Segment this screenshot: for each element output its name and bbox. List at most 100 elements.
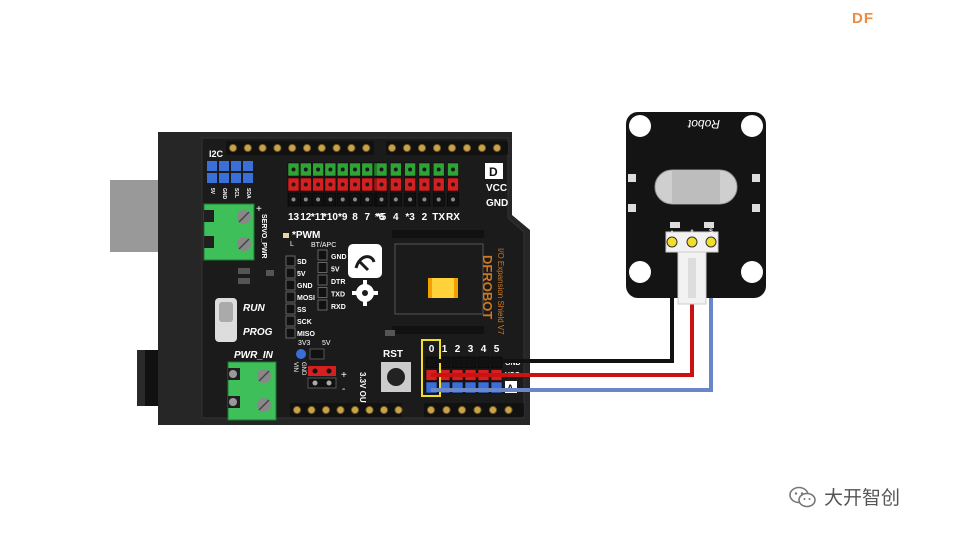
- bt-pin-label: 5V: [331, 267, 340, 274]
- analog-pin[interactable]: [490, 381, 503, 394]
- analog-pin[interactable]: [451, 381, 464, 394]
- header-hole: [477, 143, 487, 153]
- sd-pin[interactable]: [285, 267, 296, 279]
- i2c-connector[interactable]: [207, 161, 253, 183]
- header-hole: [457, 405, 467, 415]
- analog-pin[interactable]: [464, 381, 477, 394]
- sd-pin[interactable]: [285, 303, 296, 315]
- analog-pin-label: 2: [455, 344, 461, 355]
- component-footprint: [392, 230, 484, 238]
- run-prog-switch[interactable]: [215, 298, 237, 342]
- rail-d-label: D: [489, 165, 498, 179]
- vin-label: VIN: [292, 362, 298, 372]
- pin-hole: [316, 182, 321, 187]
- analog-pin-label: 4: [481, 344, 487, 355]
- rst-label: RST: [383, 349, 403, 360]
- module-pin-label: -: [671, 229, 673, 235]
- pin-hole: [436, 197, 441, 202]
- pin-hole: [422, 167, 427, 172]
- sd-pin[interactable]: [285, 255, 296, 267]
- brand-logo: DF: [852, 10, 874, 27]
- module-pads: [670, 222, 714, 228]
- i2c-pin-label: SDA: [245, 188, 251, 199]
- reset-button[interactable]: [381, 362, 411, 392]
- bt-pin[interactable]: [317, 274, 328, 286]
- header-hole: [302, 143, 312, 153]
- bt-pin[interactable]: [317, 299, 328, 311]
- header-hole: [347, 143, 356, 153]
- header-hole: [317, 143, 326, 153]
- pin-hole: [379, 167, 384, 172]
- capacitors: [238, 268, 395, 336]
- pin-hole: [393, 167, 398, 172]
- header-hole: [488, 405, 498, 415]
- pin-hole: [316, 167, 321, 172]
- pin-hole: [316, 197, 321, 202]
- pwr-in-label: PWR_IN: [234, 350, 274, 361]
- i2c-pin[interactable]: [207, 161, 217, 171]
- plus-out: +: [341, 370, 347, 381]
- header-hole: [402, 143, 412, 153]
- component-footprint-2: [392, 326, 484, 334]
- bottom-header-strip: [290, 403, 402, 417]
- digital-pin-label: TX: [432, 212, 445, 223]
- i2c-pin[interactable]: [231, 173, 241, 183]
- module-pin-label: +: [690, 229, 694, 235]
- sd-pin-label: SD: [297, 259, 307, 266]
- pin-hole: [340, 167, 345, 172]
- shield-logo: [348, 244, 382, 278]
- digital-pin-label: *11: [311, 212, 326, 223]
- i2c-pin[interactable]: [207, 173, 217, 183]
- sd-pin[interactable]: [285, 291, 296, 303]
- sd-pin[interactable]: [285, 327, 296, 339]
- digital-pin-label: 8: [352, 212, 358, 223]
- power-in-terminal[interactable]: [227, 361, 277, 421]
- sd-pin-label: 5V: [297, 271, 306, 278]
- analog-0-highlight: [421, 339, 441, 397]
- power-out-pins[interactable]: [307, 366, 337, 389]
- pin-hole: [328, 197, 333, 202]
- pin-hole: [422, 197, 427, 202]
- shield-name: I/O Expansion Shield V7: [496, 248, 505, 335]
- jumper-5v[interactable]: [309, 348, 325, 360]
- run-label: RUN: [243, 303, 265, 314]
- i2c-pin-label: SCL: [233, 188, 239, 198]
- i2c-pin[interactable]: [219, 161, 229, 171]
- sd-header[interactable]: [285, 255, 296, 339]
- pin-hole: [365, 197, 370, 202]
- pin-hole: [422, 182, 427, 187]
- i2c-pin[interactable]: [243, 161, 253, 171]
- v5-label: 5V: [322, 340, 331, 347]
- sd-pin[interactable]: [285, 279, 296, 291]
- i2c-pin[interactable]: [219, 173, 229, 183]
- header-hole: [387, 143, 397, 153]
- bt-pin[interactable]: [317, 262, 328, 273]
- digital-pin-label: 12: [300, 212, 312, 223]
- bt-header[interactable]: [317, 249, 328, 311]
- i2c-pin[interactable]: [243, 173, 253, 183]
- sd-pin[interactable]: [285, 315, 296, 327]
- watermark: 大开智创: [788, 483, 900, 510]
- pin-hole: [303, 167, 308, 172]
- jumper-3v3[interactable]: [296, 349, 306, 359]
- analog-gnd-label: GND: [505, 360, 521, 367]
- pin-hole: [353, 182, 357, 187]
- header-hole: [292, 405, 302, 415]
- analog-pin-label: 5: [494, 344, 500, 355]
- bt-pin[interactable]: [317, 287, 328, 298]
- digital-pin-rails[interactable]: [287, 162, 459, 207]
- servo-pwr-label: SERVO_PWR: [260, 214, 267, 259]
- i2c-pin[interactable]: [231, 161, 241, 171]
- header-hole: [492, 143, 502, 153]
- analog-pin[interactable]: [425, 381, 438, 394]
- pin-hole: [353, 167, 357, 172]
- header-hole: [447, 143, 457, 153]
- module-connector[interactable]: [665, 231, 719, 305]
- bt-pin[interactable]: [317, 249, 328, 261]
- analog-pin[interactable]: [477, 381, 490, 394]
- servo-power-terminal[interactable]: [203, 203, 255, 261]
